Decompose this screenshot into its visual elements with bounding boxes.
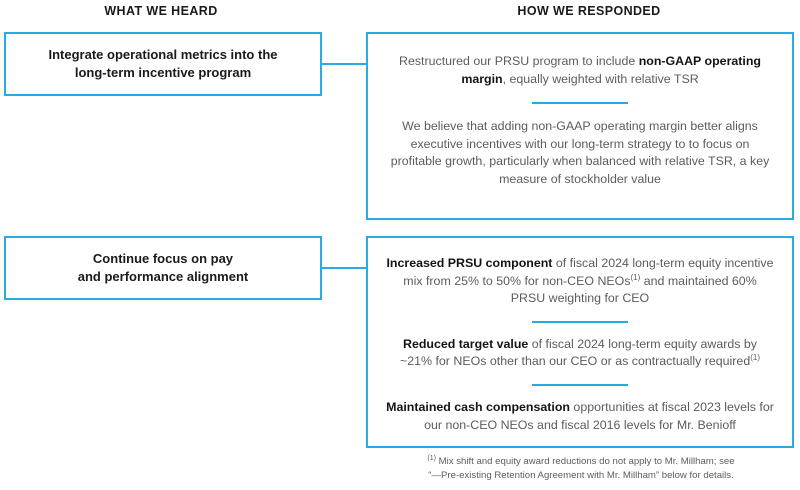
paragraph-lead-in: Maintained cash compensation	[386, 400, 570, 415]
column-header-what-we-heard: WHAT WE HEARD	[104, 4, 218, 18]
heard-title-row-2-line-1: Continue focus on pay	[92, 251, 234, 267]
heard-box-row-2: Continue focus on pay and performance al…	[4, 236, 322, 300]
footnote: (1) Mix shift and equity award reduction…	[366, 455, 796, 483]
footnote-line-1-text: Mix shift and equity award reductions do…	[435, 456, 735, 467]
paragraph-divider	[532, 384, 628, 387]
footnote-line-2: “—Pre-existing Retention Agreement with …	[428, 469, 734, 481]
responded-paragraph: We believe that adding non-GAAP operatin…	[386, 118, 774, 188]
responded-paragraph: Increased PRSU component of fiscal 2024 …	[386, 255, 774, 308]
responded-paragraph: Restructured our PRSU program to include…	[386, 53, 774, 88]
connector-line-row-1	[320, 63, 368, 65]
heard-title-row-1-line-1: Integrate operational metrics into the	[48, 47, 278, 63]
paragraph-text: of fiscal 2024 long-term equity incentiv…	[403, 256, 774, 288]
paragraph-text: opportunities at fiscal 2023 levels for …	[424, 400, 774, 432]
paragraph-divider	[532, 102, 628, 105]
paragraph-lead-in: non-GAAP operating margin	[461, 54, 761, 86]
heard-box-row-1: Integrate operational metrics into the l…	[4, 32, 322, 96]
paragraph-lead-in: Increased PRSU component	[386, 256, 553, 270]
footnote-marker: (1)	[427, 454, 436, 462]
footnote-line-1: (1) Mix shift and equity award reduction…	[366, 455, 796, 469]
footnote-reference: (1)	[630, 272, 641, 282]
paragraph-text: , equally weighted with relative TSR	[502, 71, 699, 86]
paragraph-text: of fiscal 2024 long-term equity awards b…	[400, 336, 757, 369]
responded-box-row-1: Restructured our PRSU program to include…	[366, 32, 794, 220]
responded-paragraph: Maintained cash compensation opportuniti…	[386, 399, 774, 434]
heard-title-row-1-line-2: long-term incentive program	[74, 65, 252, 80]
responded-box-row-2: Increased PRSU component of fiscal 2024 …	[366, 236, 794, 448]
column-header-how-we-responded: HOW WE RESPONDED	[517, 4, 661, 18]
heard-title-row-2-line-2: and performance alignment	[77, 269, 249, 284]
heard-title-row-1: Integrate operational metrics into the l…	[39, 46, 288, 82]
footnote-reference: (1)	[750, 353, 760, 363]
heard-title-row-2: Continue focus on pay and performance al…	[68, 250, 258, 286]
responded-paragraph: Reduced target value of fiscal 2024 long…	[386, 336, 774, 371]
paragraph-lead-in: Reduced target value	[403, 336, 529, 351]
paragraph-text: and maintained 60% PRSU weighting for CE…	[510, 273, 757, 306]
connector-line-row-2	[320, 267, 368, 269]
paragraph-text: Restructured our PRSU program to include	[399, 54, 639, 68]
paragraph-text: We believe that adding non-GAAP operatin…	[390, 119, 770, 187]
paragraph-divider	[532, 320, 628, 323]
